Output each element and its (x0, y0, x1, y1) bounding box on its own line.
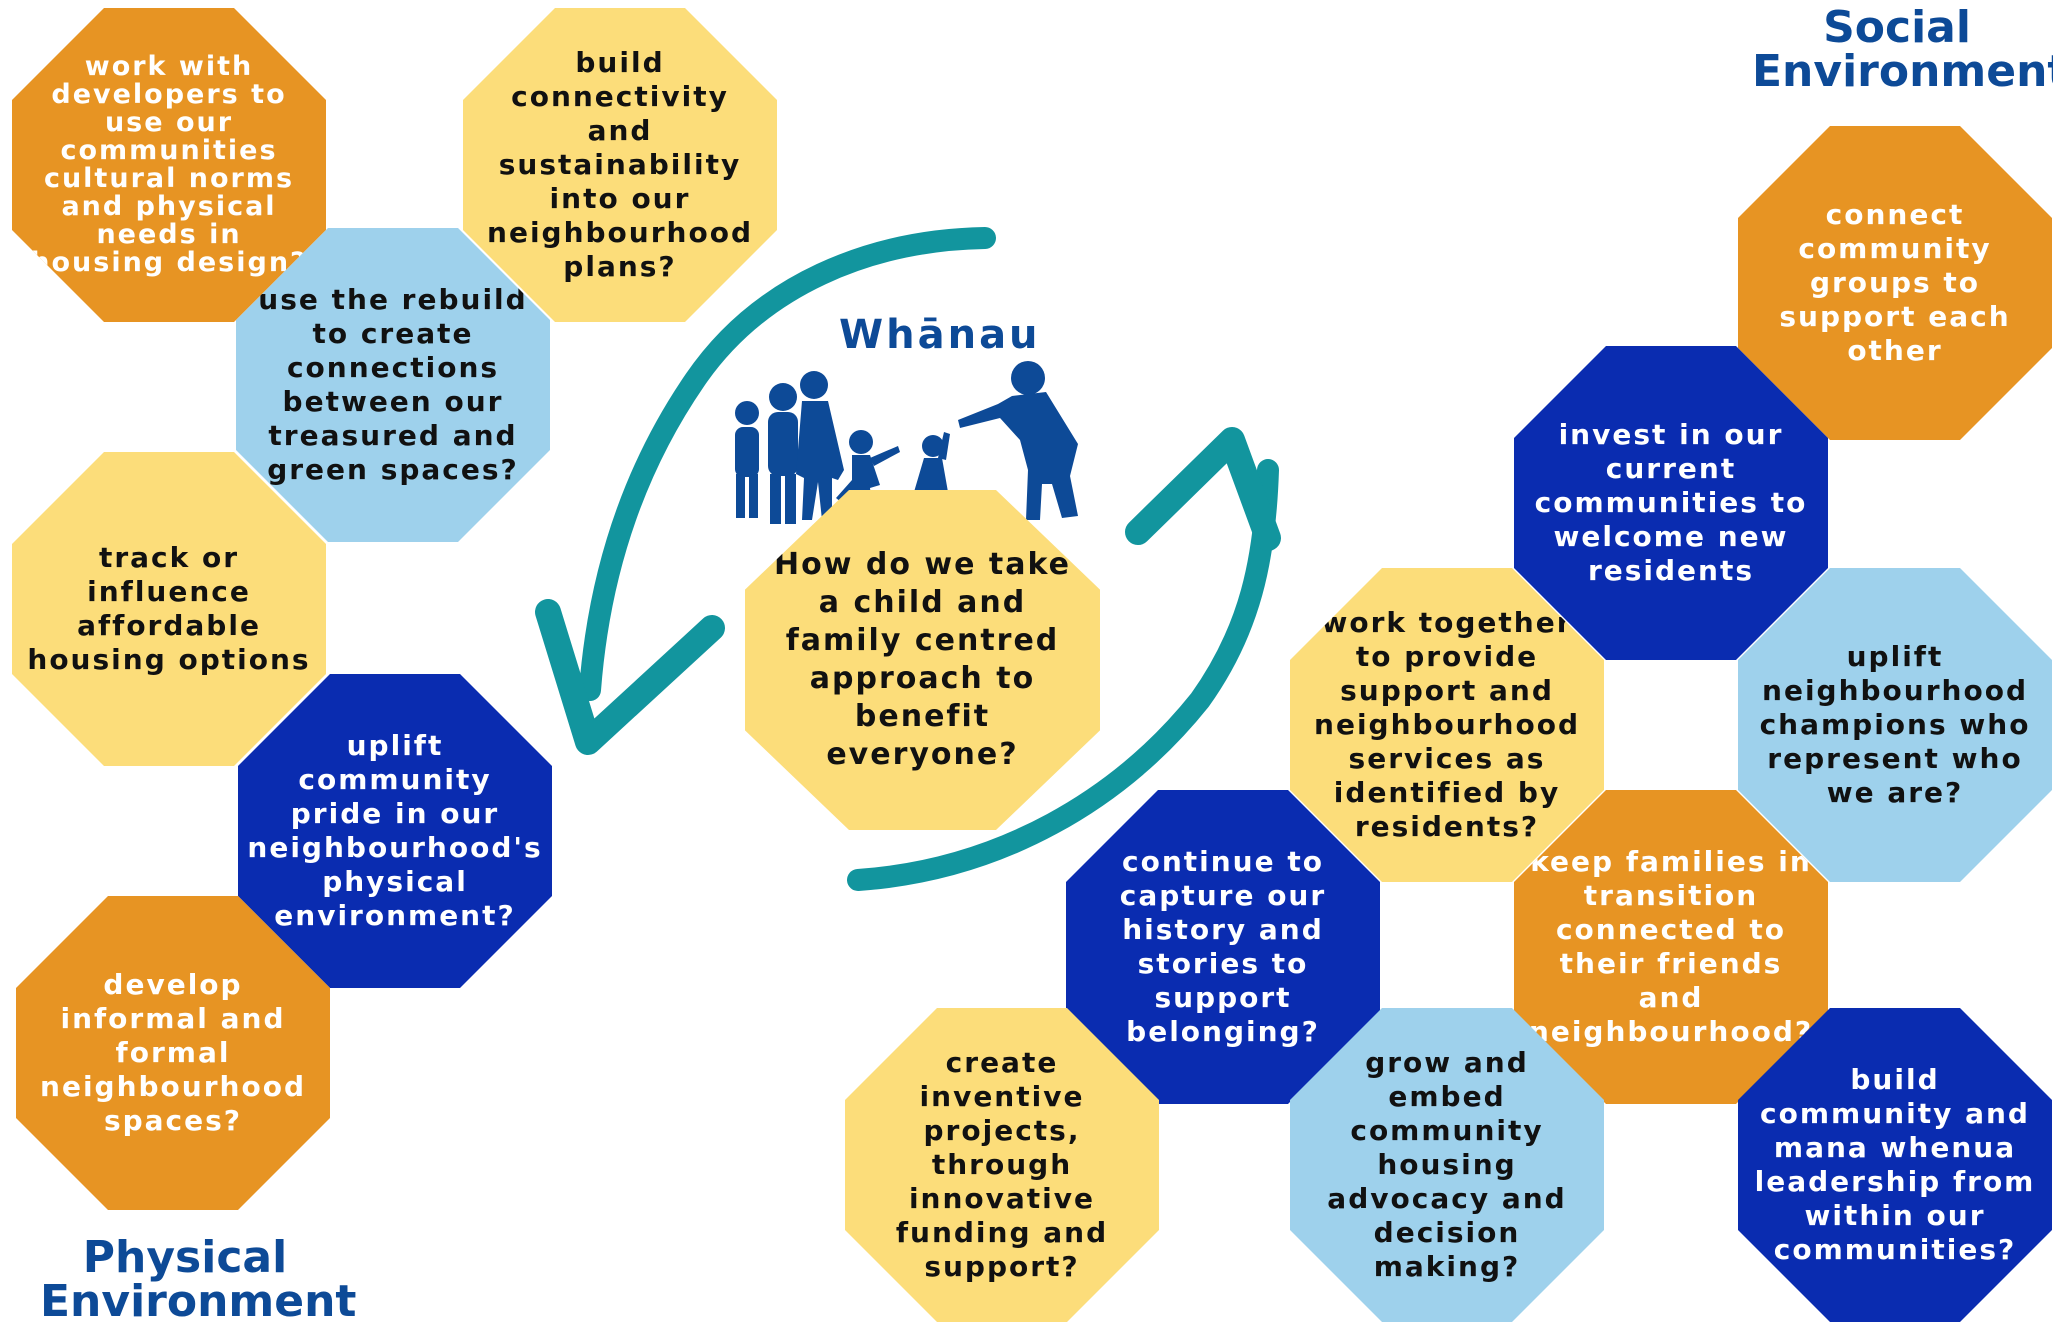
social-item-text: uplift neighbourhood champions who repre… (1759, 640, 2031, 809)
social-item-text: continue to capture our history and stor… (1119, 845, 1327, 1048)
central-question: How do we take a child and family centre… (774, 547, 1071, 772)
social-item-connect-groups: connect community groups to support each… (1738, 126, 2052, 440)
social-item-mana-whenua-leadership: build community and mana whenua leadersh… (1738, 1008, 2052, 1322)
whanau-label: Whānau (839, 312, 1041, 358)
social-item-text: grow and embed community housing advocac… (1327, 1046, 1567, 1283)
physical-item-text: work with developers to use our communit… (30, 51, 308, 278)
social-item-capture-history: continue to capture our history and stor… (1066, 790, 1380, 1104)
social-item-invest-communities: invest in our current communities to wel… (1514, 346, 1828, 660)
physical-item-text: uplift community pride in our neighbourh… (247, 729, 543, 932)
social-item-text: create inventive projects, through innov… (895, 1046, 1109, 1283)
social-item-neighbourhood-champions: uplift neighbourhood champions who repre… (1738, 568, 2052, 882)
social-item-text: work together to provide support and nei… (1314, 606, 1580, 843)
physical-item-community-pride: uplift community pride in our neighbourh… (238, 674, 552, 988)
social-item-families-transition: keep families in transition connected to… (1514, 790, 1828, 1104)
physical-item-connectivity: build connectivity and sustainability in… (463, 8, 777, 322)
physical-item-rebuild: use the rebuild to create connections be… (236, 228, 550, 542)
social-item-inventive-projects: create inventive projects, through innov… (845, 1008, 1159, 1322)
physical-item-text: track or influence affordable housing op… (27, 541, 311, 676)
physical-item-affordable-housing: track or influence affordable housing op… (12, 452, 326, 766)
physical-item-developers: work with developers to use our communit… (12, 8, 326, 322)
physical-item-neighbourhood-spaces: develop informal and formal neighbourhoo… (16, 896, 330, 1210)
social-item-text: invest in our current communities to wel… (1534, 418, 1808, 587)
physical-item-text: use the rebuild to create connections be… (258, 283, 528, 486)
central-question-octagon: How do we take a child and family centre… (745, 490, 1100, 830)
physical-environment-title: Physical Environment (40, 1232, 357, 1327)
social-item-work-together: work together to provide support and nei… (1290, 568, 1604, 882)
social-item-housing-advocacy: grow and embed community housing advocac… (1290, 1008, 1604, 1322)
social-environment-title: Social Environment (1752, 2, 2053, 97)
social-item-text: connect community groups to support each… (1779, 198, 2011, 367)
physical-item-text: develop informal and formal neighbourhoo… (40, 968, 306, 1137)
physical-item-text: build connectivity and sustainability in… (487, 46, 753, 283)
social-item-text: build community and mana whenua leadersh… (1754, 1063, 2036, 1266)
social-item-text: keep families in transition connected to… (1528, 845, 1814, 1048)
